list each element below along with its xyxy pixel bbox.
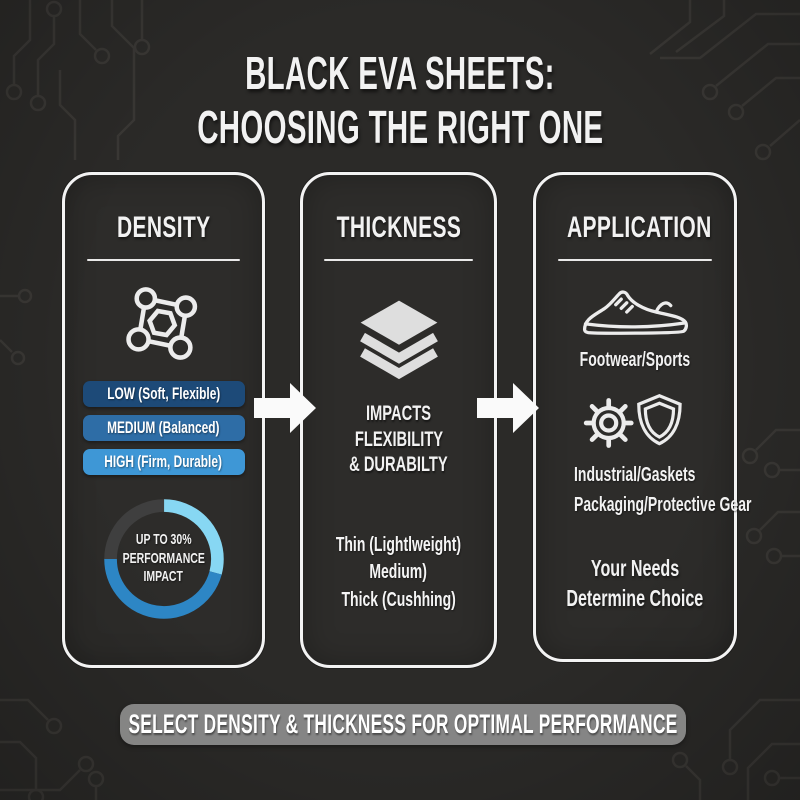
footer-banner: SELECT DENSITY & THICKNESS FOR OPTIMAL P…	[120, 704, 686, 745]
thickness-impact-text: IMPACTS FLEXIBILITY & DURABILTY	[349, 402, 448, 477]
title-line-2: CHOOSING THE RIGHT ONE	[196, 101, 604, 154]
layers-icon	[303, 293, 494, 385]
page-title: BLACK EVA SHEETS: CHOOSING THE RIGHT ONE	[0, 46, 800, 155]
density-header: DENSITY	[116, 211, 211, 244]
arrow-thickness-to-application-icon	[477, 383, 539, 433]
shield-icon	[637, 394, 682, 446]
application-item-footwear: Footwear/Sports	[579, 349, 691, 371]
thickness-header: THICKNESS	[336, 211, 461, 244]
density-level-low: LOW (Soft, Flexible)	[82, 381, 245, 407]
density-level-medium: MEDIUM (Balanced)	[82, 415, 245, 441]
density-level-high: HIGH (Firm, Durable)	[82, 449, 245, 475]
application-panel: APPLICATION Footwear/Sports	[533, 172, 751, 662]
thickness-option-thin: Thin (Lightlweight)	[335, 533, 462, 556]
application-item-packaging: Packaging/Protective Gear	[574, 494, 752, 516]
thickness-options: Thin (Lightlweight) Medium) Thick (Cushh…	[303, 532, 494, 615]
molecule-icon	[65, 281, 262, 365]
performance-donut-chart: UP TO 30% PERFORMANCE IMPACT	[96, 491, 232, 627]
sneaker-icon	[536, 283, 734, 341]
application-header-rule	[557, 259, 713, 261]
thickness-option-thick: Thick (Cushhing)	[341, 589, 456, 612]
density-levels: LOW (Soft, Flexible) MEDIUM (Balanced) H…	[65, 381, 262, 475]
application-note: Your Needs Determine Choice	[566, 555, 704, 611]
application-header: APPLICATION	[566, 211, 712, 244]
gear-shield-icon	[536, 392, 734, 454]
thickness-option-medium: Medium)	[369, 561, 428, 584]
gear-icon	[583, 398, 634, 448]
application-item-industrial: Industrial/Gaskets Packaging/Protective …	[536, 460, 751, 520]
thickness-panel: THICKNESS IMPACTS FLEXIBILITY & DURABILT…	[300, 172, 497, 668]
title-line-1: BLACK EVA SHEETS:	[245, 47, 555, 99]
thickness-header-rule	[324, 259, 473, 261]
density-header-rule	[86, 259, 241, 261]
donut-label: UP TO 30% PERFORMANCE IMPACT	[122, 530, 205, 586]
density-panel: DENSITY LOW (Soft, Flexible) MEDIUM (Bal…	[62, 172, 265, 668]
footer-banner-text: SELECT DENSITY & THICKNESS FOR OPTIMAL P…	[128, 709, 678, 739]
arrow-density-to-thickness-icon	[254, 383, 316, 433]
